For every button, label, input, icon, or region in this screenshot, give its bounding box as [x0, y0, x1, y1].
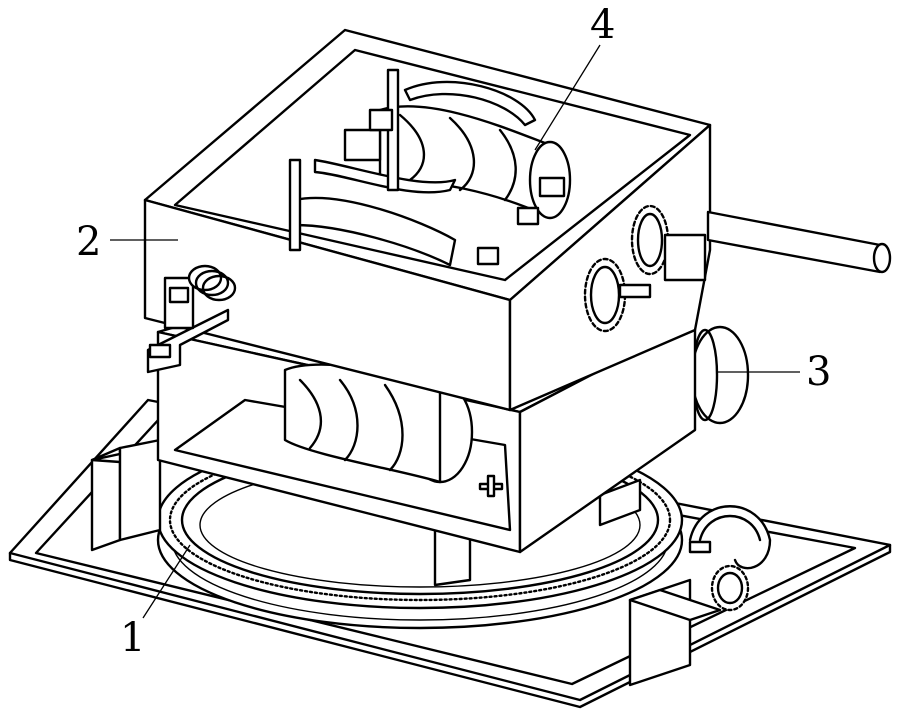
- callout-3: 3: [806, 352, 831, 392]
- callout-1: 1: [120, 618, 145, 658]
- side-motor: [692, 327, 748, 423]
- callout-2: 2: [76, 222, 101, 262]
- callout-4: 4: [590, 5, 615, 45]
